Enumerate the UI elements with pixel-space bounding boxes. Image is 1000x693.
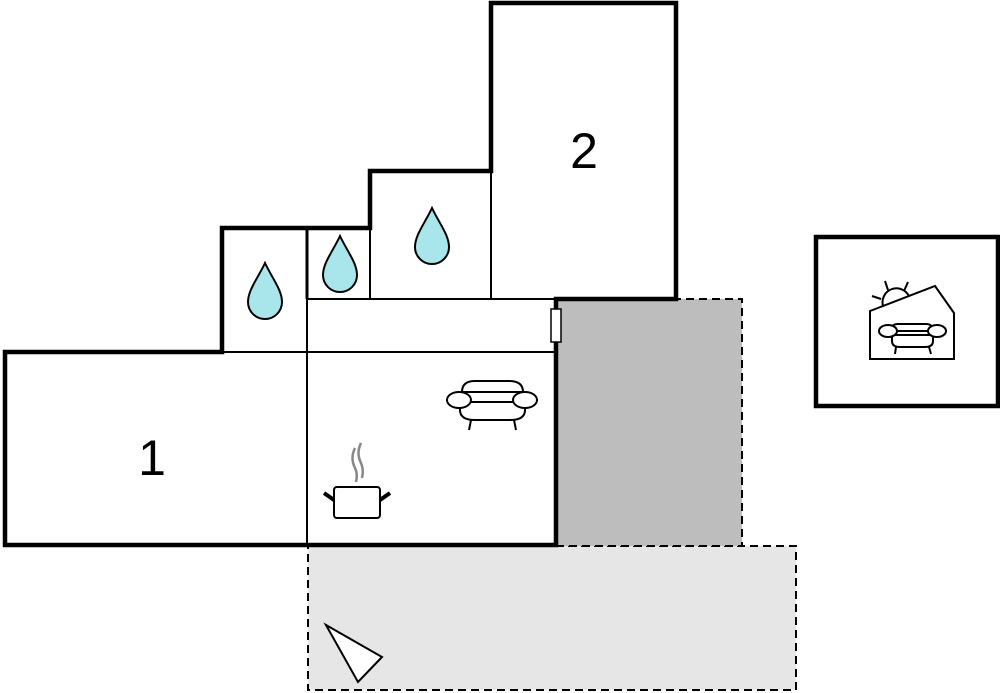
room-label-2: 2 [570, 123, 598, 179]
water-drop-icon [246, 260, 284, 320]
room-label-1: 1 [138, 430, 166, 486]
door [550, 308, 562, 343]
sunroom-icon [813, 234, 1000, 409]
water-drop-icon [413, 205, 451, 265]
cooking-pot-icon [322, 442, 392, 519]
water-drop-icon [321, 233, 359, 293]
covered-terrace [555, 298, 743, 547]
outer-walls [2, 0, 679, 548]
open-terrace [307, 545, 797, 691]
sofa-icon [446, 380, 538, 431]
compass-icon [323, 622, 384, 684]
